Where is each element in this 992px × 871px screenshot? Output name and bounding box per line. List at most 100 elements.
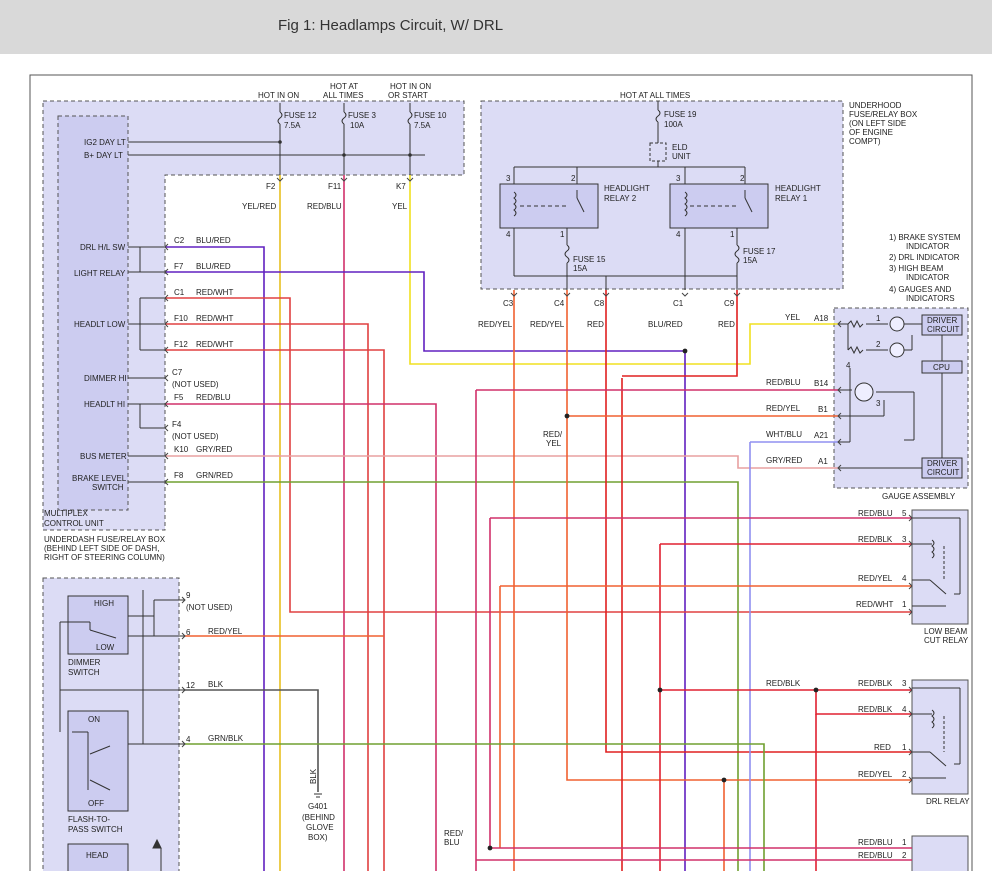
driver-top-1: DRIVER bbox=[927, 316, 957, 325]
wire-c1-hood: BLU/RED bbox=[648, 320, 683, 329]
wire-c1: RED/WHT bbox=[196, 288, 233, 297]
dimmer-high: HIGH bbox=[94, 599, 114, 608]
gauge-legend-2: INDICATOR bbox=[906, 242, 949, 251]
flash-caption-2: PASS SWITCH bbox=[68, 825, 123, 834]
wires-colored bbox=[165, 175, 912, 871]
hot-label-fuse12: HOT IN ON bbox=[258, 91, 299, 100]
switch-wire-blk: BLK bbox=[208, 680, 224, 689]
underhood-hot-label: HOT AT ALL TIMES bbox=[620, 91, 690, 100]
pin-c9: C9 bbox=[724, 299, 735, 308]
pin-c4: C4 bbox=[554, 299, 565, 308]
drl-wire-redblk-4: RED/BLK bbox=[858, 705, 893, 714]
drl-pin-2: 2 bbox=[902, 770, 907, 779]
label-headlt-low: HEADLT LOW bbox=[74, 320, 126, 329]
fuse19-label: FUSE 19 bbox=[664, 110, 697, 119]
wire-red-yel-c4 bbox=[566, 290, 912, 781]
wire-c3: RED/YEL bbox=[478, 320, 513, 329]
connector-marks bbox=[164, 177, 913, 784]
pin-f4: F4 bbox=[172, 420, 182, 429]
low-beam-pin-4: 4 bbox=[902, 574, 907, 583]
underhood-caption-2: FUSE/RELAY BOX bbox=[849, 110, 918, 119]
wire-red-c9 bbox=[621, 290, 738, 871]
head-switch bbox=[67, 843, 129, 871]
relay2-pin-3: 3 bbox=[506, 174, 511, 183]
wire-yel-k7 bbox=[409, 175, 838, 365]
pin-f11: F11 bbox=[328, 182, 342, 191]
bottom-pin-2: 2 bbox=[902, 851, 907, 860]
relay2-pin-1: 1 bbox=[560, 230, 565, 239]
relay2-label-1: HEADLIGHT bbox=[604, 184, 650, 193]
underdash-caption-2: (BEHIND LEFT SIDE OF DASH, bbox=[44, 544, 159, 553]
driver-bottom-1: DRIVER bbox=[927, 459, 957, 468]
label-bus-meter: BUS METER bbox=[80, 452, 127, 461]
wire-f10: RED/WHT bbox=[196, 314, 233, 323]
low-beam-pin-3: 3 bbox=[902, 535, 907, 544]
fuse3-label: FUSE 3 bbox=[348, 111, 377, 120]
bottom-pin-1: 1 bbox=[902, 838, 907, 847]
not-used-c7: (NOT USED) bbox=[172, 380, 219, 389]
gauge-caption: GAUGE ASSEMBLY bbox=[882, 492, 956, 501]
gauge-pin-a18: A18 bbox=[814, 314, 829, 323]
center-redyel-1: RED/ bbox=[543, 430, 563, 439]
underhood-caption-4: OF ENGINE bbox=[849, 128, 893, 137]
wire-blk-ground bbox=[185, 689, 319, 792]
underhood-caption-5: COMPT) bbox=[849, 137, 881, 146]
wire-c2: BLU/RED bbox=[196, 236, 231, 245]
wire-color-f11: RED/BLU bbox=[307, 202, 342, 211]
relay1-pin-1: 1 bbox=[730, 230, 735, 239]
relay2-pin-2: 2 bbox=[571, 174, 576, 183]
gauge-pin-b1: B1 bbox=[818, 405, 828, 414]
switch-pin-6: 6 bbox=[186, 628, 191, 637]
dimmer-caption-1: DIMMER bbox=[68, 658, 101, 667]
gauge-wire-redyel: RED/YEL bbox=[766, 404, 801, 413]
wire-red-wht-f10 bbox=[165, 323, 369, 871]
pin-f7: F7 bbox=[174, 262, 184, 271]
flash-caption-1: FLASH-TO- bbox=[68, 815, 110, 824]
label-switch: SWITCH bbox=[92, 483, 124, 492]
low-beam-wire-redblk: RED/BLK bbox=[858, 535, 893, 544]
low-beam-wire-redyel: RED/YEL bbox=[858, 574, 893, 583]
gauge-pin-b14: B14 bbox=[814, 379, 829, 388]
not-used-f4: (NOT USED) bbox=[172, 432, 219, 441]
low-beam-caption-2: CUT RELAY bbox=[924, 636, 969, 645]
fuse17-rating: 15A bbox=[743, 256, 758, 265]
pin-k10: K10 bbox=[174, 445, 189, 454]
flash-to-pass-switch bbox=[67, 710, 129, 812]
flash-off: OFF bbox=[88, 799, 104, 808]
wire-f7: BLU/RED bbox=[196, 262, 231, 271]
fuse12-label: FUSE 12 bbox=[284, 111, 317, 120]
multiplex-control-unit bbox=[57, 115, 129, 511]
gauge-wire-gryred: GRY/RED bbox=[766, 456, 803, 465]
gauge-legend-7: INDICATORS bbox=[906, 294, 955, 303]
wire-grn-red-f8 bbox=[165, 481, 739, 871]
relay1-label-1: HEADLIGHT bbox=[775, 184, 821, 193]
head-label: HEAD bbox=[86, 851, 108, 860]
fuse12-rating: 7.5A bbox=[284, 121, 301, 130]
mcu-internal-links bbox=[128, 246, 165, 483]
wire-c9: RED bbox=[718, 320, 735, 329]
wire-color-f2: YEL/RED bbox=[242, 202, 276, 211]
center-redblu-2: BLU bbox=[444, 838, 460, 847]
low-beam-pin-1: 1 bbox=[902, 600, 907, 609]
label-dimmer-hi: DIMMER HI bbox=[84, 374, 127, 383]
gauge-mark-1: 1 bbox=[876, 314, 881, 323]
wire-k10: GRY/RED bbox=[196, 445, 233, 454]
low-beam-caption-1: LOW BEAM bbox=[924, 627, 967, 636]
wire-red-c9-b bbox=[622, 298, 738, 377]
relay2-label-2: RELAY 2 bbox=[604, 194, 637, 203]
wire-wht-blu-a21 bbox=[749, 441, 838, 871]
underhood-internal bbox=[499, 101, 769, 290]
fuse17-label: FUSE 17 bbox=[743, 247, 776, 256]
low-beam-cut-relay bbox=[911, 509, 969, 625]
drl-relay-internal bbox=[912, 687, 961, 779]
drl-wire-redblk-mid: RED/BLK bbox=[766, 679, 801, 688]
low-beam-wire-redblu: RED/BLU bbox=[858, 509, 893, 518]
relay1-pin-2: 2 bbox=[740, 174, 745, 183]
dimmer-low: LOW bbox=[96, 643, 115, 652]
input-bplus-day-lt: B+ DAY LT bbox=[84, 151, 123, 160]
mcu-label-1: MULTIPLEX bbox=[44, 509, 89, 518]
drl-relay-caption: DRL RELAY bbox=[926, 797, 970, 806]
pin-f2: F2 bbox=[266, 182, 276, 191]
drl-pin-4: 4 bbox=[902, 705, 907, 714]
wire-color-k7: YEL bbox=[392, 202, 408, 211]
